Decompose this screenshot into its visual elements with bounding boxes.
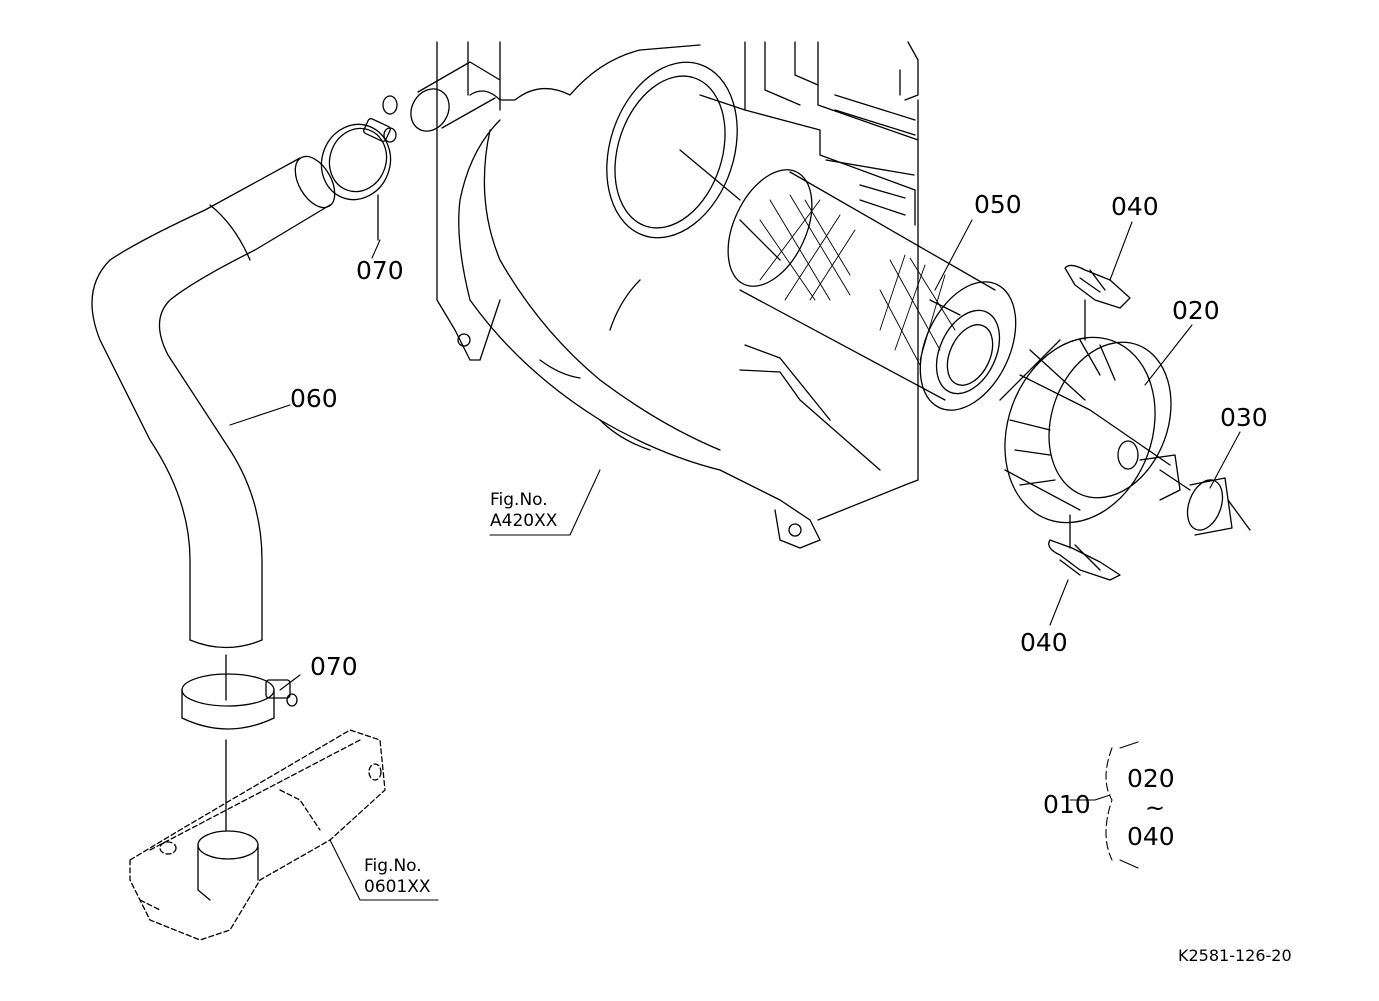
hose-clamp-top [320,118,397,241]
fig-ref-caption: Fig.No. [364,856,422,876]
label-020: 020 [1172,296,1220,325]
manifold-inlet [197,830,259,901]
fig-ref-number: 0601XX [364,877,431,898]
clip-top [1064,264,1131,341]
clip-bottom [1048,514,1121,581]
label-030: 030 [1220,403,1268,432]
label-010: 010 [1043,790,1091,819]
intake-manifold [129,729,386,941]
dust-valve [1159,469,1251,536]
leader-lines [229,219,1241,901]
label-040-bottom: 040 [1020,628,1068,657]
air-filter-element [727,169,1017,411]
fig-ref-a420xx: Fig.No. A420XX [490,490,557,533]
fig-ref-number: A420XX [490,511,558,532]
intake-hose [91,155,336,701]
assembly-range-end: 040 [1127,822,1175,851]
fig-ref-0601xx: Fig.No. 0601XX [364,856,431,899]
label-050: 050 [974,190,1022,219]
fan-shroud-housing [436,41,919,549]
drawing-code: K2581-126-20 [1178,946,1292,965]
assembly-range-start: 020 [1127,764,1175,793]
label-040-top: 040 [1111,192,1159,221]
filter-cover [999,336,1181,524]
fig-ref-caption: Fig.No. [490,490,548,510]
outlet-pipe-stub [382,61,501,132]
label-060: 060 [290,384,338,413]
housing-inlet-ring [606,61,741,239]
label-070-bottom: 070 [310,652,358,681]
hose-clamp-bottom [181,673,298,831]
assembly-range-tilde: ~ [1145,794,1166,822]
label-070-top: 070 [356,256,404,285]
